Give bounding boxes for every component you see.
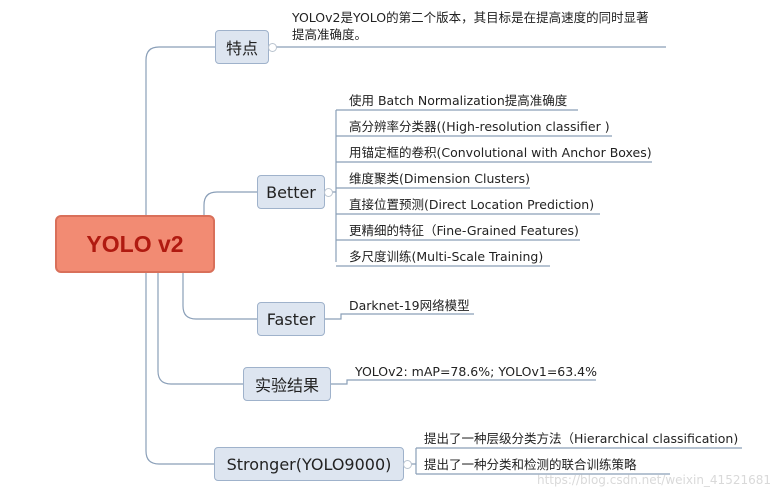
- branch-results-label: 实验结果: [254, 376, 319, 395]
- branch-features-label: 特点: [225, 39, 258, 58]
- features-note: YOLOv2是YOLO的第二个版本，其目标是在提高速度的同时显著 提高准确度。: [292, 9, 672, 43]
- better-item-high-resolution-classifier[interactable]: 高分辨率分类器((High-resolution classifier ): [349, 119, 610, 134]
- connector-better-leaves: [336, 109, 652, 267]
- branch-faster[interactable]: Faster: [257, 302, 325, 336]
- connector-root-features: [145, 46, 215, 215]
- features-note-line-1: YOLOv2是YOLO的第二个版本，其目标是在提高速度的同时显著: [292, 10, 649, 25]
- root-node-yolo-v2[interactable]: YOLO v2: [55, 215, 215, 273]
- branch-features[interactable]: 特点: [215, 30, 269, 64]
- connector-better-trunk: [325, 110, 337, 262]
- connector-root-results: [157, 273, 243, 385]
- stronger-item-joint-training[interactable]: 提出了一种分类和检测的联合训练策略: [424, 457, 637, 472]
- collapse-toggle-icon[interactable]: [324, 188, 333, 197]
- better-item-multi-scale-training[interactable]: 多尺度训练(Multi-Scale Training): [349, 249, 544, 264]
- watermark-url: https://blog.csdn.net/weixin_41521681: [536, 473, 771, 487]
- faster-item-darknet-19[interactable]: Darknet-19网络模型: [349, 298, 470, 313]
- better-item-dimension-clusters[interactable]: 维度聚类(Dimension Clusters): [349, 171, 531, 186]
- better-item-anchor-boxes[interactable]: 用锚定框的卷积(Convolutional with Anchor Boxes): [349, 145, 652, 160]
- connector-root-better: [203, 191, 257, 215]
- root-node-label: YOLO v2: [86, 230, 184, 257]
- better-item-direct-location-prediction[interactable]: 直接位置预测(Direct Location Prediction): [349, 197, 595, 212]
- connector-results-leaf: [331, 379, 596, 385]
- branch-results[interactable]: 实验结果: [243, 367, 331, 401]
- connector-faster-leaf: [325, 313, 474, 320]
- better-item-fine-grained-features[interactable]: 更精细的特征（Fine-Grained Features): [349, 223, 579, 238]
- branch-better[interactable]: Better: [257, 175, 325, 209]
- collapse-toggle-icon[interactable]: [403, 460, 412, 469]
- stronger-item-hierarchical-classification[interactable]: 提出了一种层级分类方法（Hierarchical classification): [424, 431, 739, 446]
- branch-better-label: Better: [266, 182, 316, 202]
- connector-root-stronger: [145, 273, 214, 465]
- branch-stronger-label: Stronger(YOLO9000): [226, 454, 392, 474]
- connector-root-faster: [182, 273, 257, 320]
- branch-stronger[interactable]: Stronger(YOLO9000): [214, 447, 404, 481]
- features-note-line-2: 提高准确度。: [292, 27, 368, 42]
- connector-stronger-leaves: [416, 447, 742, 475]
- collapse-toggle-icon[interactable]: [268, 43, 277, 52]
- better-item-batch-normalization[interactable]: 使用 Batch Normalization提高准确度: [349, 93, 568, 108]
- branch-faster-label: Faster: [266, 309, 316, 329]
- results-item-map[interactable]: YOLOv2: mAP=78.6%; YOLOv1=63.4%: [355, 364, 597, 379]
